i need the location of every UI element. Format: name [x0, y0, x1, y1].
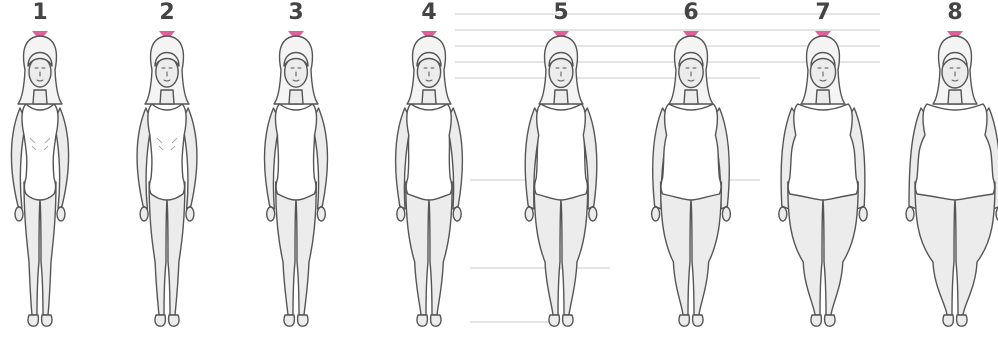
left-leg	[276, 182, 296, 315]
neck	[160, 90, 174, 104]
right-leg	[691, 182, 721, 315]
left-hand	[525, 207, 533, 221]
right-foot	[42, 315, 52, 326]
body-silhouette-1	[0, 0, 120, 338]
right-leg	[823, 182, 858, 315]
left-hand	[652, 207, 660, 221]
swimsuit-torso	[916, 104, 995, 200]
right-leg	[40, 182, 56, 315]
body-silhouette-5	[501, 0, 621, 338]
figure-1: 1	[0, 0, 120, 338]
figure-6: 6	[631, 0, 751, 338]
right-leg	[955, 182, 995, 315]
left-leg	[149, 182, 167, 315]
swimsuit-torso	[22, 104, 58, 200]
body-silhouette-2	[107, 0, 227, 338]
right-leg	[429, 182, 452, 315]
swimsuit-torso	[148, 104, 186, 200]
right-leg	[561, 182, 588, 315]
swimsuit-torso	[535, 104, 588, 200]
right-hand	[57, 207, 65, 221]
right-foot	[298, 315, 308, 326]
left-foot	[943, 315, 953, 326]
left-leg	[661, 182, 691, 315]
left-leg	[915, 182, 955, 315]
body-silhouette-6	[631, 0, 751, 338]
left-foot	[417, 315, 427, 326]
left-leg	[406, 182, 429, 315]
neck	[554, 90, 568, 104]
body-silhouette-3	[236, 0, 356, 338]
left-hand	[267, 207, 275, 221]
left-hand	[140, 207, 148, 221]
right-foot	[825, 315, 835, 326]
left-hand	[397, 207, 405, 221]
body-silhouette-4	[369, 0, 489, 338]
right-foot	[563, 315, 573, 326]
left-foot	[811, 315, 821, 326]
swimsuit-torso	[661, 104, 721, 200]
body-silhouette-7	[763, 0, 883, 338]
neck	[289, 90, 303, 104]
left-leg	[534, 182, 561, 315]
right-foot	[169, 315, 179, 326]
neck	[422, 90, 436, 104]
left-leg	[24, 182, 40, 315]
neck	[816, 90, 830, 104]
right-hand	[859, 207, 867, 221]
left-foot	[679, 315, 689, 326]
right-foot	[431, 315, 441, 326]
figure-4: 4	[369, 0, 489, 338]
left-foot	[155, 315, 165, 326]
left-foot	[549, 315, 559, 326]
right-foot	[693, 315, 703, 326]
figure-3: 3	[236, 0, 356, 338]
left-foot	[28, 315, 38, 326]
body-silhouette-8	[878, 0, 998, 338]
right-hand	[453, 207, 461, 221]
figure-5: 5	[501, 0, 621, 338]
figure-2: 2	[107, 0, 227, 338]
neck	[948, 90, 962, 104]
right-hand	[186, 207, 194, 221]
right-hand	[589, 207, 597, 221]
left-leg	[788, 182, 823, 315]
right-foot	[957, 315, 967, 326]
left-hand	[779, 207, 787, 221]
swimsuit-torso	[275, 104, 316, 200]
neck	[33, 90, 47, 104]
right-leg	[296, 182, 316, 315]
left-foot	[284, 315, 294, 326]
right-hand	[722, 207, 730, 221]
swimsuit-torso	[788, 104, 857, 200]
right-leg	[167, 182, 185, 315]
figure-7: 7	[763, 0, 883, 338]
right-hand	[317, 207, 325, 221]
left-hand	[15, 207, 23, 221]
figure-8: 8	[878, 0, 998, 338]
neck	[684, 90, 698, 104]
left-hand	[906, 207, 914, 221]
swimsuit-torso	[406, 104, 451, 200]
